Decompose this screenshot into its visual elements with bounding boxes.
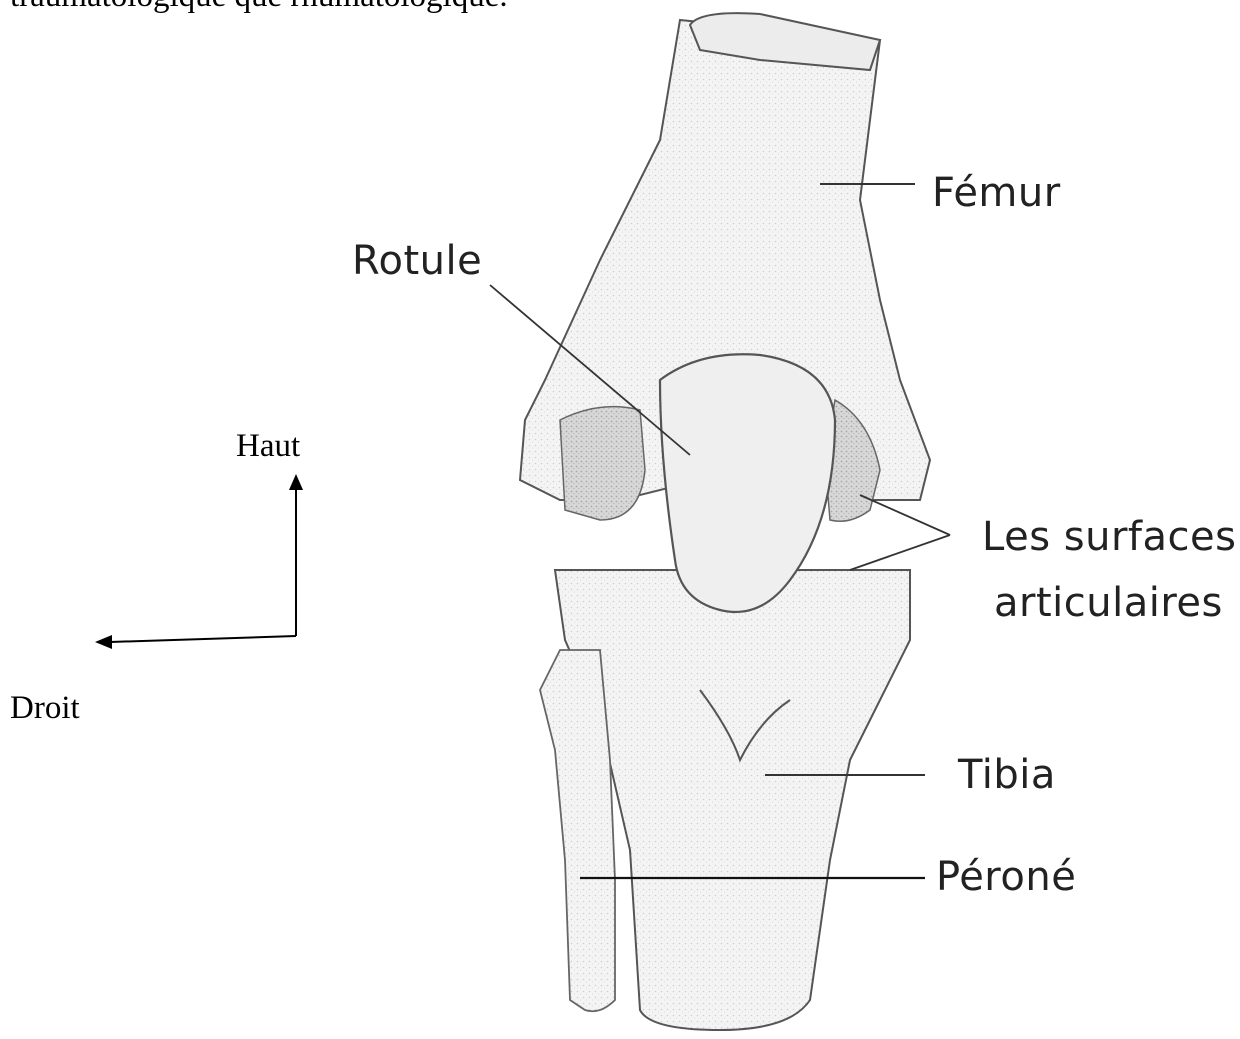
label-femur: Fémur xyxy=(932,170,1061,216)
axis-horizontal-line xyxy=(110,636,296,642)
label-surfaces-line1: Les surfaces xyxy=(982,514,1236,560)
label-surfaces-line2: articulaires xyxy=(994,580,1223,626)
label-perone: Péroné xyxy=(936,854,1076,900)
label-tibia: Tibia xyxy=(958,752,1056,798)
arrow-left-icon xyxy=(95,635,112,649)
fibula-shape xyxy=(540,650,615,1011)
orientation-right-label: Droit xyxy=(10,690,80,727)
articular-surface-left xyxy=(560,407,645,520)
label-rotule: Rotule xyxy=(352,238,482,284)
orientation-up-label: Haut xyxy=(236,428,300,465)
leader-surfaces-lower xyxy=(850,535,950,570)
arrow-up-icon xyxy=(289,474,303,490)
